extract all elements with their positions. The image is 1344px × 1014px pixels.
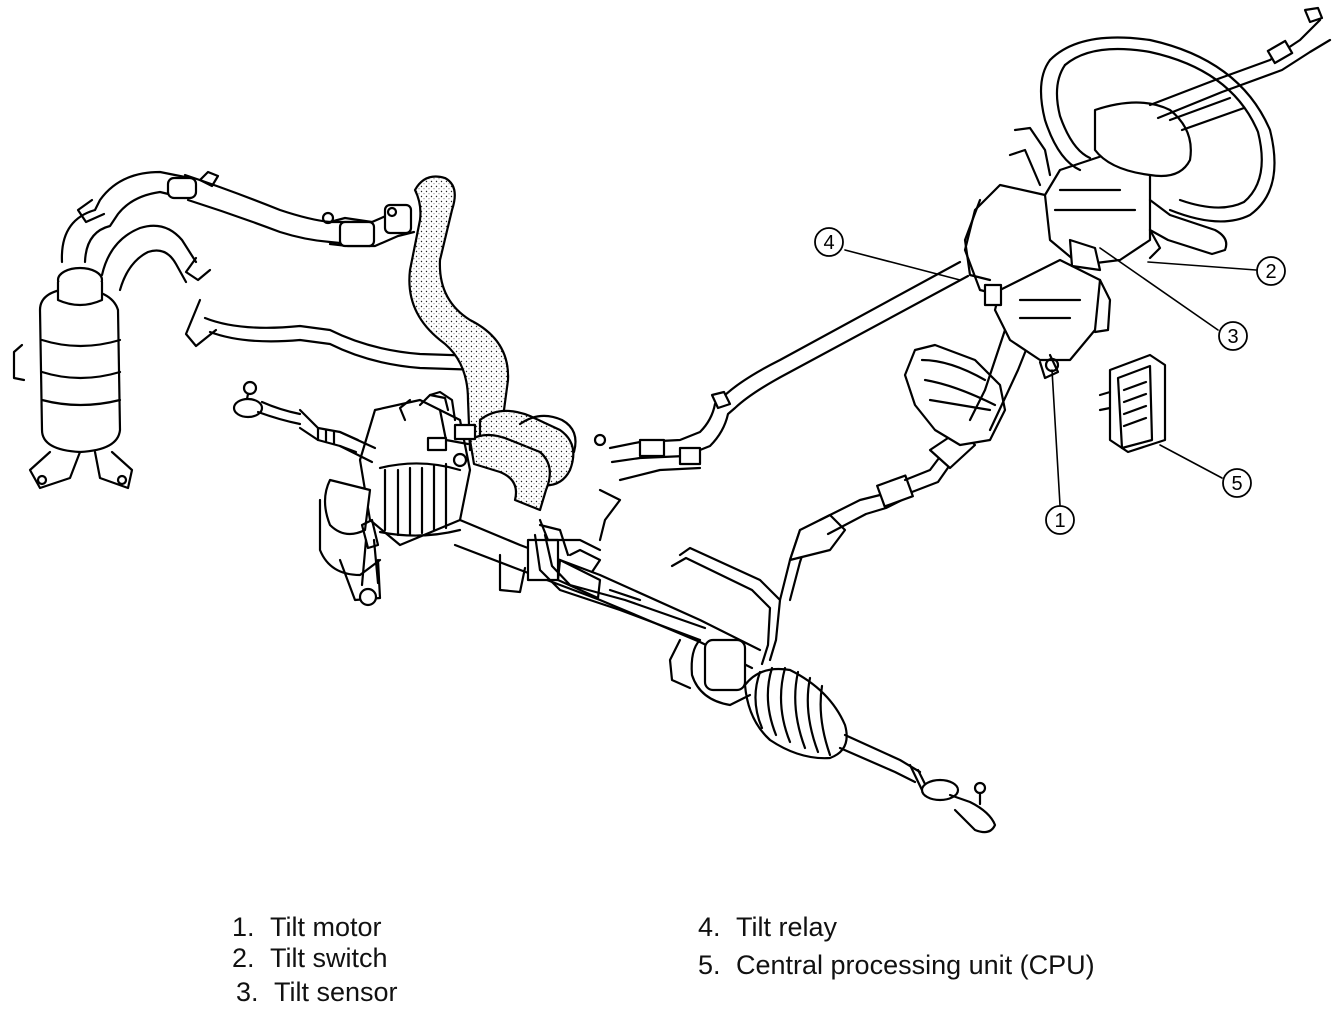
legend-number: 3. <box>236 977 259 1007</box>
callout-4-label: 4 <box>823 232 834 254</box>
legend-item-2: 2. Tilt switch <box>232 943 388 973</box>
legend-text: Tilt relay <box>736 912 838 942</box>
return-hose <box>468 409 577 512</box>
legend-number: 4. <box>698 912 721 942</box>
callout-2-label: 2 <box>1265 261 1276 283</box>
legend-text: Tilt motor <box>270 912 382 942</box>
right-boot <box>668 638 848 760</box>
legend-text: Central processing unit (CPU) <box>736 950 1095 980</box>
leader-lines <box>844 247 1257 506</box>
callout-5: 5 <box>1222 468 1252 498</box>
legend-number: 2. <box>232 943 255 973</box>
left-tie-rod <box>232 380 377 464</box>
pressure-hose <box>321 175 510 452</box>
reservoir-hoses <box>60 170 484 372</box>
callout-3-label: 3 <box>1227 326 1238 348</box>
legend-item-5: 5. Central processing unit (CPU) <box>698 950 1095 980</box>
cpu-module <box>1098 353 1167 454</box>
legend-text: Tilt switch <box>270 943 388 973</box>
callout-3: 3 <box>1218 321 1248 351</box>
legend-number: 1. <box>232 912 255 942</box>
legend-item-4: 4. Tilt relay <box>698 912 837 942</box>
fluid-reservoir <box>12 266 134 490</box>
steering-gear-housing <box>318 390 477 607</box>
legend-number: 5. <box>698 950 721 980</box>
callout-4: 4 <box>814 227 844 257</box>
fluid-lines <box>533 260 970 666</box>
right-tie-rod <box>838 733 997 834</box>
rack-tube <box>453 518 762 670</box>
steering-column <box>963 126 1228 432</box>
steering-wheel <box>1039 6 1332 223</box>
legend-item-3: 3. Tilt sensor <box>236 977 398 1007</box>
callout-5-label: 5 <box>1231 473 1242 495</box>
column-bracket <box>903 343 1007 447</box>
callout-1: 1 <box>1045 505 1075 535</box>
intermediate-shaft <box>778 428 977 602</box>
callout-1-label: 1 <box>1054 510 1065 532</box>
legend-text: Tilt sensor <box>274 977 398 1007</box>
legend-item-1: 1. Tilt motor <box>232 912 382 942</box>
callout-2: 2 <box>1256 256 1286 286</box>
